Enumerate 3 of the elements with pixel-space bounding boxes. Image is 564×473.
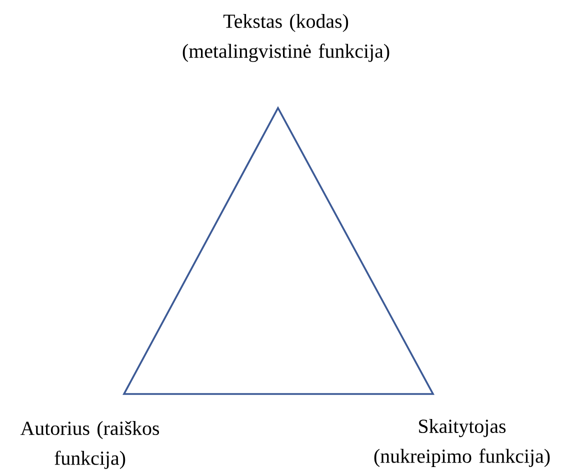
vertex-label: Autorius (raiškos funkcija) <box>20 421 159 469</box>
vertex-label: Skaitytojas (nukreipimo funkcija) <box>374 419 550 467</box>
vertex-label: Tekstas (kodas) (metalingvistinė funkcija) <box>182 14 390 62</box>
